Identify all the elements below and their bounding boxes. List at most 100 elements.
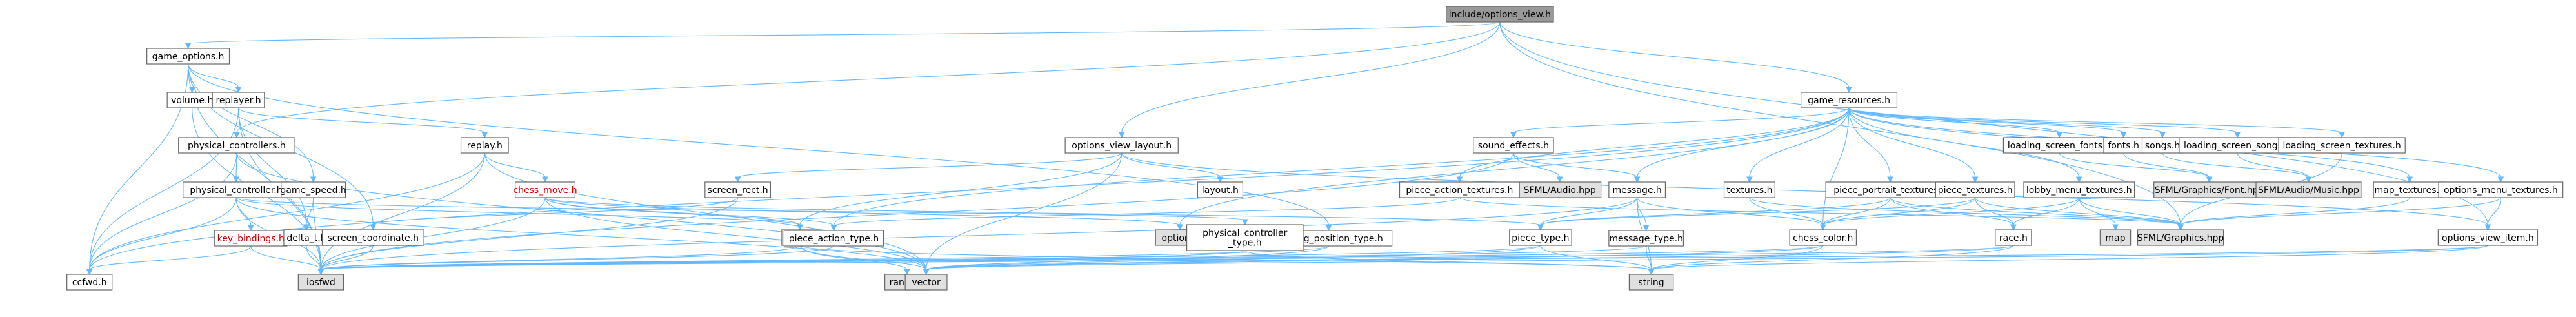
- node-piece-textures[interactable]: piece_textures.h: [1935, 181, 2015, 198]
- node-chess-color[interactable]: chess_color.h: [1789, 229, 1857, 246]
- node-ccfwd[interactable]: ccfwd.h: [66, 274, 113, 291]
- node-label: map_textures.h: [2375, 185, 2445, 196]
- edge-piece_action_textures-to-piece_action_type: [830, 197, 1460, 232]
- node-label: options_view_layout.h: [1072, 141, 1172, 151]
- node-label: loading_screen_songs.h: [2184, 141, 2291, 151]
- node-piece-action-type[interactable]: piece_action_type.h: [783, 230, 884, 247]
- node-loading-screen-fonts[interactable]: loading_screen_fonts.h: [2002, 137, 2116, 154]
- node-label: vector: [912, 278, 941, 288]
- edge-root-to-game_resources: [1499, 21, 1852, 94]
- node-game-speed[interactable]: game_speed.h: [280, 181, 346, 198]
- node-label: SFML/Audio.hpp: [1524, 185, 1596, 196]
- edge-piece_textures-to-sfml_graphics: [1975, 197, 2184, 231]
- node-label: ccfwd.h: [72, 278, 107, 288]
- node-loading-screen-textures[interactable]: loading_screen_textures.h: [2278, 137, 2406, 154]
- node-game-resources[interactable]: game_resources.h: [1800, 92, 1898, 108]
- node-game-options[interactable]: game_options.h: [146, 48, 230, 65]
- edge-piece_portrait_textures-to-chess_color: [1819, 197, 1891, 231]
- node-label: screen_coordinate.h: [328, 233, 419, 243]
- node-label: message_type.h: [1609, 234, 1683, 244]
- node-songs[interactable]: songs.h: [2141, 137, 2184, 154]
- node-label: fonts.h: [2108, 141, 2139, 151]
- edge-options_view_item-to-iosfwd: [317, 245, 2488, 276]
- node-race[interactable]: race.h: [1995, 229, 2032, 246]
- node-label: include/options_view.h: [1449, 10, 1551, 20]
- node-physical-controller[interactable]: physical_controller.h: [183, 181, 290, 198]
- node-label: replay.h: [467, 141, 503, 151]
- node-label: volume.h: [171, 96, 213, 106]
- node-label: physical_controllers.h: [188, 141, 286, 151]
- edge-root-to-options_view_layout: [1118, 21, 1501, 139]
- edge-lobby_menu_textures-to-map: [2079, 197, 2119, 231]
- node-label: options_menu_textures.h: [2444, 185, 2558, 196]
- node-layout[interactable]: layout.h: [1197, 181, 1244, 198]
- node-label: replayer.h: [215, 96, 261, 106]
- node-piece-portrait-textures[interactable]: piece_portrait_textures.h: [1825, 181, 1955, 198]
- node-label: physical_controller: [1203, 229, 1287, 239]
- node-label: string: [1638, 278, 1664, 288]
- node-label: options_view_item.h: [2442, 233, 2534, 243]
- node-sfml-font: SFML/Graphics/Font.hpp: [2153, 181, 2265, 198]
- edge-options_menu_textures-to-options_view_item: [2484, 197, 2501, 231]
- edge-message-to-piece_type: [1537, 197, 1638, 231]
- node-message[interactable]: message.h: [1608, 181, 1666, 198]
- node-label: piece_portrait_textures.h: [1833, 185, 1946, 196]
- node-label: SFML/Graphics.hpp: [2137, 233, 2224, 243]
- edge-physical_controllers-to-vector: [236, 152, 930, 276]
- node-replayer[interactable]: replayer.h: [212, 92, 265, 108]
- edge-options_view_item-to-vector: [923, 245, 2488, 276]
- node-loading-screen-songs[interactable]: loading_screen_songs.h: [2179, 137, 2296, 154]
- edge-physical_controller-to-physical_controller_type: [235, 197, 1248, 226]
- node-physical-controller-type[interactable]: physical_controller_type.h: [1186, 224, 1304, 251]
- node-label: screen_rect.h: [708, 185, 768, 196]
- node-sfml-graphics: SFML/Graphics.hpp: [2137, 229, 2224, 246]
- node-screen-rect[interactable]: screen_rect.h: [704, 181, 771, 198]
- edge-root-to-options_view_item: [1499, 21, 2491, 231]
- node-volume[interactable]: volume.h: [166, 92, 217, 108]
- node-options-menu-textures[interactable]: options_menu_textures.h: [2438, 181, 2564, 198]
- edge-game_resources-to-piece_textures: [1848, 107, 1979, 183]
- edge-root-to-game_options: [185, 21, 1501, 50]
- node-options-view-layout[interactable]: options_view_layout.h: [1064, 137, 1179, 154]
- edge-physical_controller-to-ccfwd: [86, 197, 237, 276]
- node-label: sound_effects.h: [1478, 141, 1549, 151]
- node-delta-t[interactable]: delta_t.h: [283, 229, 330, 246]
- node-sound-effects[interactable]: sound_effects.h: [1473, 137, 1554, 154]
- node-label: map: [2105, 233, 2125, 243]
- edge-game_resources-to-sound_effects: [1510, 107, 1850, 139]
- node-label: delta_t.h: [286, 233, 326, 243]
- node-label: game_options.h: [152, 52, 225, 62]
- node-label: physical_controller.h: [190, 185, 282, 196]
- node-physical-controllers[interactable]: physical_controllers.h: [178, 137, 295, 154]
- node-label: game_resources.h: [1808, 96, 1890, 106]
- node-replay[interactable]: replay.h: [460, 137, 509, 154]
- node-label: SFML/Graphics/Font.hpp: [2155, 185, 2264, 196]
- node-chess-move[interactable]: chess_move.h: [513, 181, 577, 198]
- node-key-bindings[interactable]: key_bindings.h: [214, 230, 288, 247]
- node-lobby-menu-textures[interactable]: lobby_menu_textures.h: [2023, 181, 2135, 198]
- edge-game_resources-to-songs: [1848, 107, 2166, 139]
- node-message-type[interactable]: message_type.h: [1608, 230, 1684, 247]
- node-vector: vector: [904, 274, 948, 291]
- edge-replayer-to-replay: [237, 107, 488, 139]
- edge-piece_portrait_textures-to-race: [1890, 197, 2017, 231]
- edge-piece_textures-to-piece_type: [1537, 197, 1976, 231]
- edge-game_resources-to-ccfwd: [86, 107, 1850, 276]
- edge-game_resources-to-fonts: [1848, 107, 2127, 139]
- node-fonts[interactable]: fonts.h: [2103, 137, 2144, 154]
- node-piece-action-textures[interactable]: piece_action_textures.h: [1399, 181, 1520, 198]
- node-label: message.h: [1613, 185, 1662, 196]
- edge-game_resources-to-loading_screen_fonts: [1848, 107, 2062, 139]
- node-label: piece_type.h: [1512, 233, 1569, 243]
- node-label: race.h: [1999, 233, 2028, 243]
- node-label: piece_textures.h: [1938, 185, 2013, 196]
- node-options-view-item[interactable]: options_view_item.h: [2437, 229, 2539, 246]
- node-textures[interactable]: textures.h: [1723, 181, 1775, 198]
- node-label: chess_move.h: [513, 185, 577, 196]
- node-screen-coordinate[interactable]: screen_coordinate.h: [321, 229, 424, 246]
- node-label: iosfwd: [306, 278, 335, 288]
- node-map-textures[interactable]: map_textures.h: [2373, 181, 2446, 198]
- node-piece-type[interactable]: piece_type.h: [1509, 229, 1572, 246]
- edge-key_bindings-to-iosfwd: [250, 245, 324, 276]
- edge-songs-to-sfml_music: [2162, 152, 2312, 183]
